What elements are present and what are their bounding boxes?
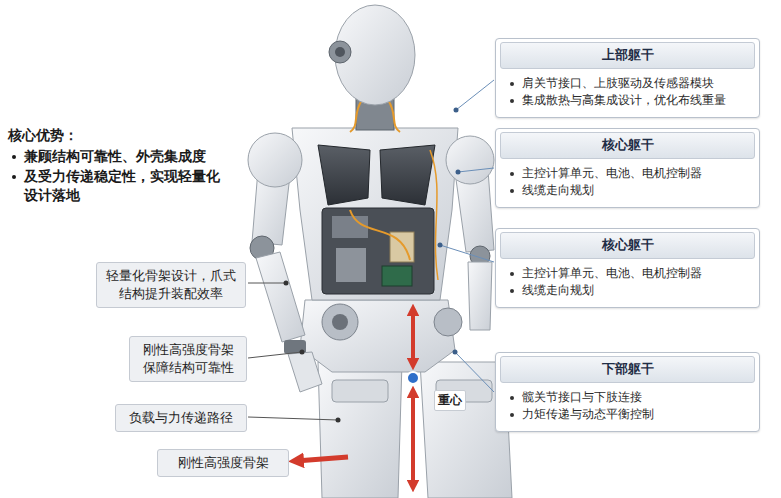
callout-text: 负载与力传递路径 [122,409,240,427]
callout-panel: 下部躯干髋关节接口与下肢连接力矩传递与动态平衡控制 [495,352,760,432]
bullet-dot [510,99,514,103]
bullet-dot [510,272,514,276]
bullet-dot [510,82,514,86]
advantage-heading: 核心优势： [8,126,233,145]
bullet-dot [510,413,514,417]
callout-text: 重心 [438,392,462,409]
callout-box: 刚性高强度骨架 [157,449,289,477]
callout-box: 刚性高强度骨架 保障结构可靠性 [129,336,247,382]
bullet-dot [12,175,16,179]
bullet-text: 主控计算单元、电池、电机控制器 [500,265,755,282]
bullet-dot [12,155,16,159]
panel-heading: 核心躯干 [500,232,755,259]
panel-heading: 核心躯干 [500,132,755,159]
advantage-text: 兼顾结构可靠性、外壳集成度 [8,147,233,166]
callout-box: 负载与力传递路径 [115,404,247,432]
bullet-text: 主控计算单元、电池、电机控制器 [500,165,755,182]
bullet-text: 力矩传递与动态平衡控制 [500,406,755,423]
callout-text: 刚性高强度骨架 [164,454,282,472]
callout-panel: 核心躯干主控计算单元、电池、电机控制器线缆走向规划 [495,228,760,308]
callout-text: 轻量化骨架设计，爪式结构提升装配效率 [103,267,239,303]
bullet-text: 线缆走向规划 [500,282,755,299]
center-of-gravity-tag: 重心 [434,390,466,411]
advantage-text: 及受力传递稳定性，实现轻量化设计落地 [8,167,233,205]
bullet-text: 线缆走向规划 [500,182,755,199]
bullet-dot [510,172,514,176]
bullet-dot [510,396,514,400]
bullet-text: 肩关节接口、上肢驱动及传感器模块 [500,75,755,92]
panel-heading: 上部躯干 [500,42,755,69]
callout-text: 刚性高强度骨架 保障结构可靠性 [136,341,240,377]
bullet-text: 集成散热与高集成设计，优化布线重量 [500,92,755,109]
callout-box: 轻量化骨架设计，爪式结构提升装配效率 [96,262,246,308]
callout-panel: 上部躯干肩关节接口、上肢驱动及传感器模块集成散热与高集成设计，优化布线重量 [495,38,760,118]
panel-heading: 下部躯干 [500,356,755,383]
bullet-dot [510,289,514,293]
bullet-text: 髋关节接口与下肢连接 [500,389,755,406]
bullet-dot [510,189,514,193]
callout-panel: 核心躯干主控计算单元、电池、电机控制器线缆走向规划 [495,128,760,208]
